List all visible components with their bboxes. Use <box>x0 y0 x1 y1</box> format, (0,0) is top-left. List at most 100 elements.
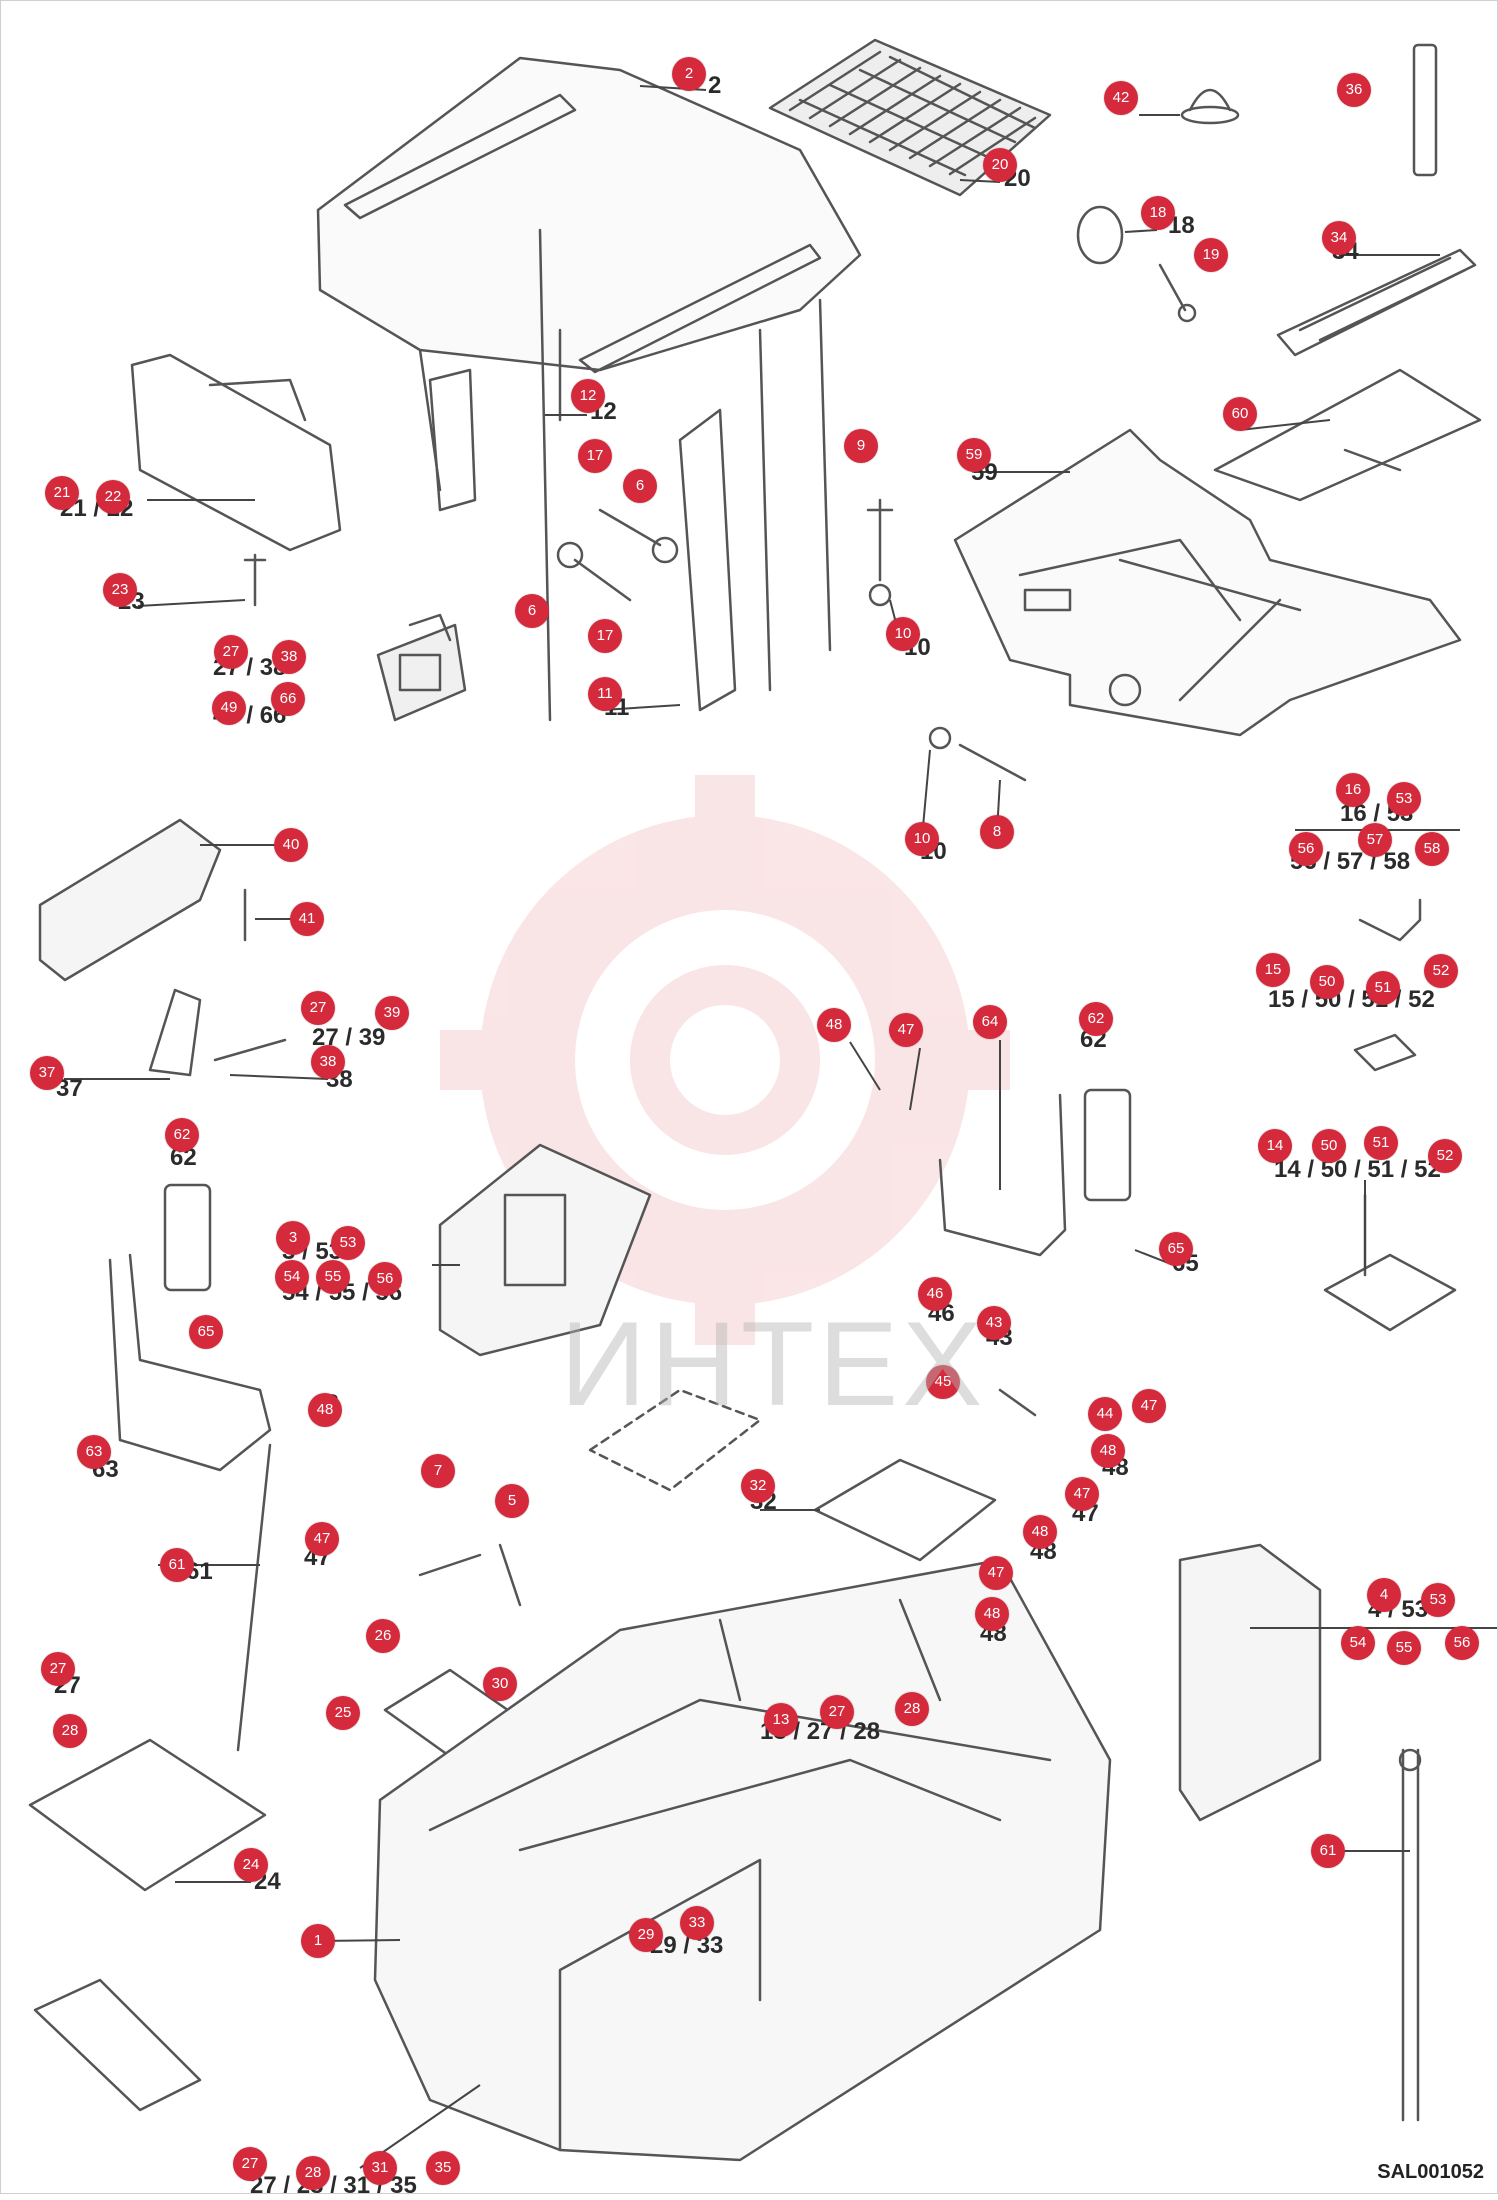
part-callout-32[interactable]: 32 <box>741 1469 775 1503</box>
part-callout-52[interactable]: 52 <box>1424 954 1458 988</box>
part-callout-48[interactable]: 48 <box>817 1008 851 1042</box>
part-callout-59[interactable]: 59 <box>957 438 991 472</box>
part-callout-37[interactable]: 37 <box>30 1056 64 1090</box>
part-callout-51[interactable]: 51 <box>1366 971 1400 1005</box>
part-callout-57[interactable]: 57 <box>1358 823 1392 857</box>
part-callout-7[interactable]: 7 <box>421 1454 455 1488</box>
part-callout-66[interactable]: 66 <box>271 682 305 716</box>
part-callout-8[interactable]: 8 <box>980 815 1014 849</box>
part-callout-2[interactable]: 2 <box>672 57 706 91</box>
part-callout-50[interactable]: 50 <box>1310 965 1344 999</box>
part-callout-58[interactable]: 58 <box>1415 832 1449 866</box>
part-callout-31[interactable]: 31 <box>363 2151 397 2185</box>
part-callout-3[interactable]: 3 <box>276 1221 310 1255</box>
part-floor-plate-24 <box>28 1738 267 1892</box>
part-callout-43[interactable]: 43 <box>977 1306 1011 1340</box>
part-callout-10[interactable]: 10 <box>886 617 920 651</box>
part-callout-30[interactable]: 30 <box>483 1667 517 1701</box>
part-callout-27[interactable]: 27 <box>301 991 335 1025</box>
part-callout-60[interactable]: 60 <box>1223 397 1257 431</box>
part-callout-47[interactable]: 47 <box>889 1013 923 1047</box>
part-callout-61[interactable]: 61 <box>160 1548 194 1582</box>
part-callout-27[interactable]: 27 <box>233 2147 267 2181</box>
part-callout-22[interactable]: 22 <box>96 480 130 514</box>
part-callout-54[interactable]: 54 <box>1341 1626 1375 1660</box>
part-callout-9[interactable]: 9 <box>844 429 878 463</box>
part-callout-41[interactable]: 41 <box>290 902 324 936</box>
part-callout-27[interactable]: 27 <box>214 635 248 669</box>
part-callout-6[interactable]: 6 <box>515 594 549 628</box>
part-callout-21[interactable]: 21 <box>45 476 79 510</box>
part-callout-53[interactable]: 53 <box>1421 1583 1455 1617</box>
part-callout-17[interactable]: 17 <box>588 619 622 653</box>
part-callout-49[interactable]: 49 <box>212 691 246 725</box>
part-floor-panel <box>953 428 1462 737</box>
part-callout-28[interactable]: 28 <box>895 1692 929 1726</box>
part-callout-47[interactable]: 47 <box>305 1522 339 1556</box>
part-callout-38[interactable]: 38 <box>272 640 306 674</box>
part-callout-23[interactable]: 23 <box>103 573 137 607</box>
part-callout-6[interactable]: 6 <box>623 469 657 503</box>
part-callout-55[interactable]: 55 <box>1387 1631 1421 1665</box>
part-callout-34[interactable]: 34 <box>1322 221 1356 255</box>
part-callout-44[interactable]: 44 <box>1088 1397 1122 1431</box>
part-callout-62[interactable]: 62 <box>165 1118 199 1152</box>
part-callout-18[interactable]: 18 <box>1141 196 1175 230</box>
part-callout-10[interactable]: 10 <box>905 822 939 856</box>
part-callout-28[interactable]: 28 <box>296 2156 330 2190</box>
part-callout-27[interactable]: 27 <box>820 1695 854 1729</box>
part-callout-45[interactable]: 45 <box>926 1365 960 1399</box>
part-callout-47[interactable]: 47 <box>1132 1389 1166 1423</box>
part-callout-65[interactable]: 65 <box>189 1315 223 1349</box>
part-callout-48[interactable]: 48 <box>1023 1515 1057 1549</box>
part-callout-56[interactable]: 56 <box>1289 832 1323 866</box>
part-callout-36[interactable]: 36 <box>1337 73 1371 107</box>
part-callout-33[interactable]: 33 <box>680 1906 714 1940</box>
part-callout-53[interactable]: 53 <box>1387 782 1421 816</box>
part-callout-61[interactable]: 61 <box>1311 1834 1345 1868</box>
part-number-label: 2 <box>708 72 722 99</box>
part-callout-29[interactable]: 29 <box>629 1918 663 1952</box>
part-callout-48[interactable]: 48 <box>1091 1434 1125 1468</box>
part-callout-54[interactable]: 54 <box>275 1260 309 1294</box>
part-callout-24[interactable]: 24 <box>234 1848 268 1882</box>
part-callout-48[interactable]: 48 <box>308 1393 342 1427</box>
part-callout-40[interactable]: 40 <box>274 828 308 862</box>
part-callout-17[interactable]: 17 <box>578 439 612 473</box>
part-callout-65[interactable]: 65 <box>1159 1232 1193 1266</box>
part-callout-11[interactable]: 11 <box>588 677 622 711</box>
part-callout-4[interactable]: 4 <box>1367 1578 1401 1612</box>
part-callout-26[interactable]: 26 <box>366 1619 400 1653</box>
part-callout-5[interactable]: 5 <box>495 1484 529 1518</box>
part-callout-62[interactable]: 62 <box>1079 1002 1113 1036</box>
part-callout-35[interactable]: 35 <box>426 2151 460 2185</box>
part-callout-20[interactable]: 20 <box>983 148 1017 182</box>
part-callout-39[interactable]: 39 <box>375 996 409 1030</box>
part-callout-50[interactable]: 50 <box>1312 1129 1346 1163</box>
part-callout-42[interactable]: 42 <box>1104 81 1138 115</box>
part-callout-48[interactable]: 48 <box>975 1597 1009 1631</box>
part-callout-56[interactable]: 56 <box>1445 1626 1479 1660</box>
part-callout-16[interactable]: 16 <box>1336 773 1370 807</box>
part-callout-14[interactable]: 14 <box>1258 1129 1292 1163</box>
part-callout-47[interactable]: 47 <box>1065 1477 1099 1511</box>
part-callout-63[interactable]: 63 <box>77 1435 111 1469</box>
part-callout-1[interactable]: 1 <box>301 1924 335 1958</box>
part-callout-52[interactable]: 52 <box>1428 1139 1462 1173</box>
part-callout-53[interactable]: 53 <box>331 1226 365 1260</box>
part-callout-47[interactable]: 47 <box>979 1556 1013 1590</box>
part-callout-38[interactable]: 38 <box>311 1045 345 1079</box>
part-callout-15[interactable]: 15 <box>1256 953 1290 987</box>
part-callout-28[interactable]: 28 <box>53 1714 87 1748</box>
part-callout-64[interactable]: 64 <box>973 1005 1007 1039</box>
part-callout-51[interactable]: 51 <box>1364 1126 1398 1160</box>
part-grating <box>768 38 1052 197</box>
part-callout-27[interactable]: 27 <box>41 1652 75 1686</box>
part-callout-56[interactable]: 56 <box>368 1262 402 1296</box>
part-callout-19[interactable]: 19 <box>1194 238 1228 272</box>
part-callout-13[interactable]: 13 <box>764 1703 798 1737</box>
part-callout-25[interactable]: 25 <box>326 1696 360 1730</box>
part-callout-12[interactable]: 12 <box>571 379 605 413</box>
part-callout-55[interactable]: 55 <box>316 1260 350 1294</box>
part-callout-46[interactable]: 46 <box>918 1277 952 1311</box>
